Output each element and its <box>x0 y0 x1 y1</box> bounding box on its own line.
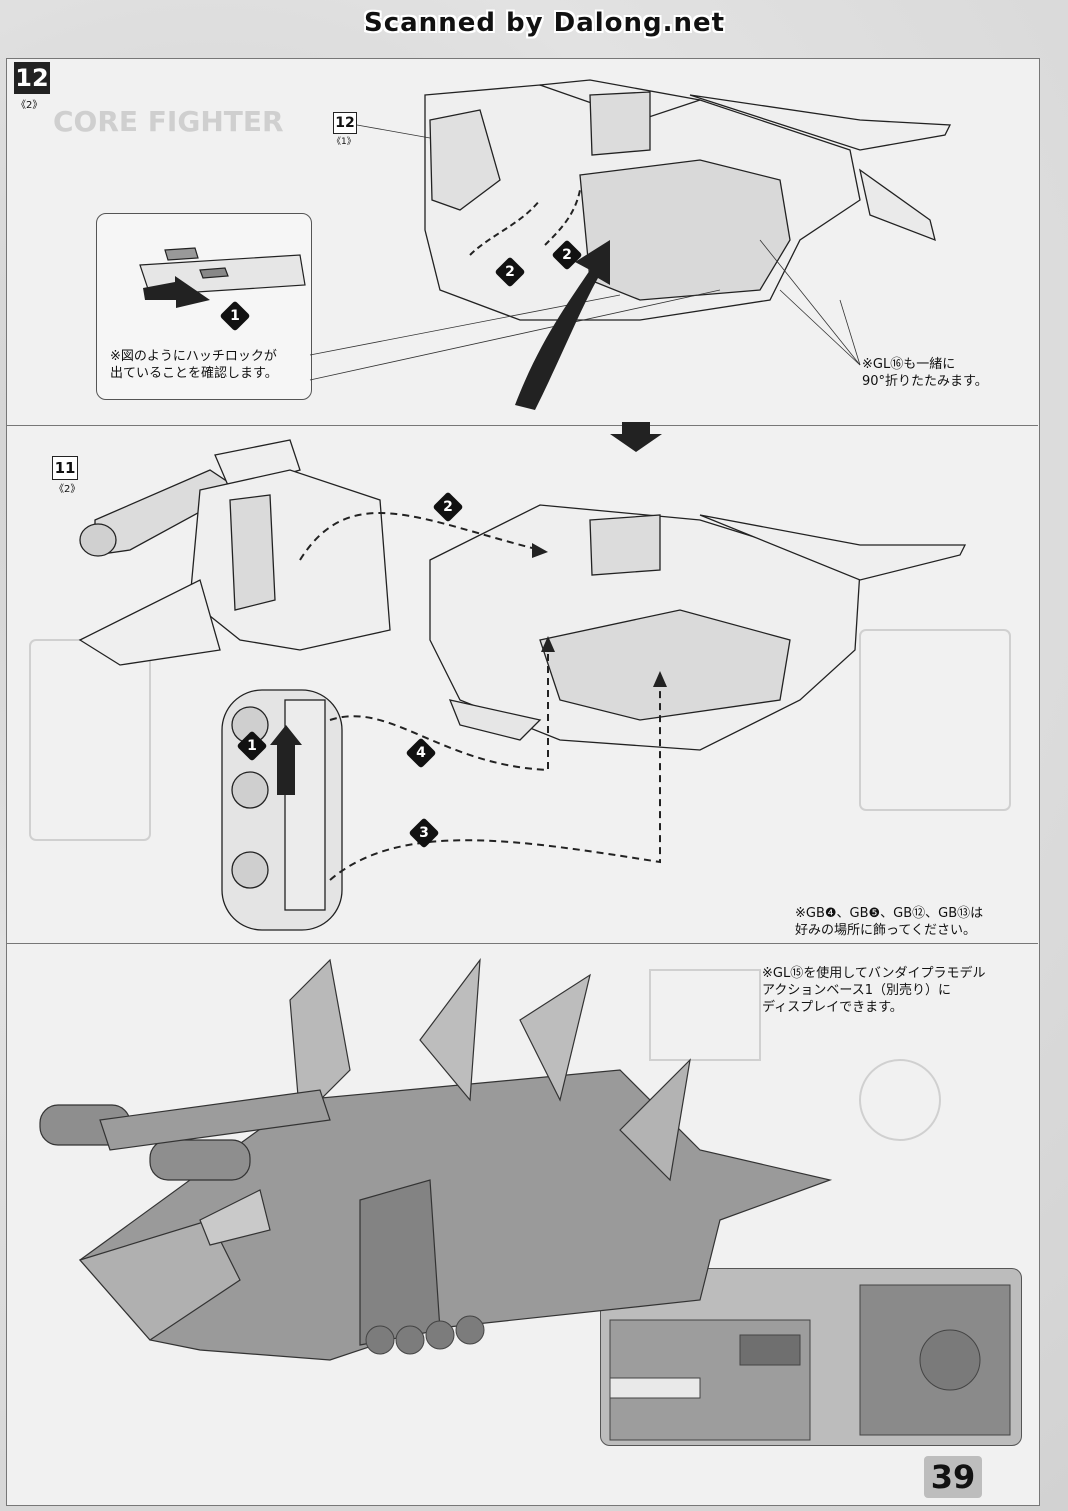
note-gb-display: ※GB❹、GB❺、GB⑫、GB⑬は 好みの場所に飾ってください。 <box>795 906 984 938</box>
ref-12-sub: 《1》 <box>332 137 356 147</box>
down-arrow-icon <box>610 422 662 452</box>
dashed-path-arrow-icon <box>299 512 661 881</box>
push-arrow-icon <box>143 276 210 308</box>
step-12-number: 12 <box>14 62 50 94</box>
step-11-number: 11 <box>52 456 78 480</box>
note-gl15-display: ※GL⑮を使用してバンダイプラモデル アクションベース1（別売り）に ディスプレ… <box>762 966 986 1015</box>
curved-fold-arrow-icon <box>515 240 610 410</box>
step-marker-4: 4 <box>405 737 437 769</box>
page-number: 39 <box>924 1456 982 1498</box>
note-hatch-lock: ※図のようにハッチロックが 出ていることを確認します。 <box>110 349 278 381</box>
step-marker-2-right: 2 <box>551 239 583 271</box>
core-block-lower <box>429 504 967 751</box>
core-fighter-unit <box>78 439 391 666</box>
tread-unit <box>221 689 343 931</box>
step-12-sub: 《2》 <box>16 100 43 111</box>
hatch-lock-inset <box>96 213 312 400</box>
step-marker-1-inset: 1 <box>219 300 251 332</box>
up-arrow-icon <box>270 725 302 795</box>
background-section-title: CORE FIGHTER <box>53 105 284 138</box>
step-11-sub: 《2》 <box>54 484 81 495</box>
section-divider-2 <box>6 943 1038 944</box>
ref-12-number: 12 <box>333 112 357 134</box>
step-marker-1-middle: 1 <box>236 730 268 762</box>
scan-credit: Scanned by Dalong.net <box>364 8 726 38</box>
core-block-upper <box>424 79 952 321</box>
step-marker-2-left: 2 <box>494 256 526 288</box>
step-marker-2-middle: 2 <box>432 491 464 523</box>
section-divider-1 <box>6 425 1038 426</box>
photo-detail-content <box>609 1284 1011 1441</box>
assembled-vehicle <box>39 958 833 1361</box>
note-gl16-fold: ※GL⑯も一緒に 90°折りたたみます。 <box>862 357 988 389</box>
step-marker-3: 3 <box>408 817 440 849</box>
